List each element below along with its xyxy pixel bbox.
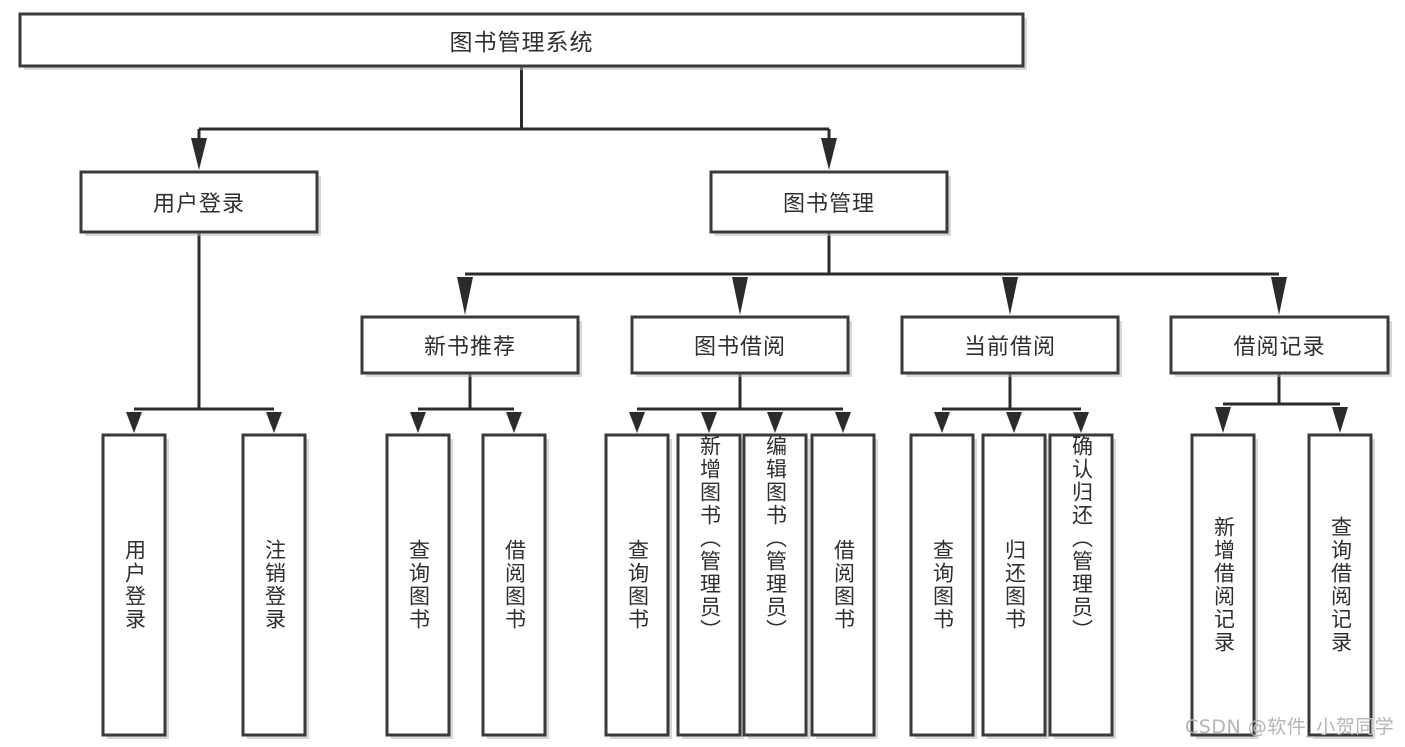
arrow-to-leaf-query-record (1332, 407, 1348, 433)
arrow-to-leaf-edit-book (767, 412, 783, 433)
arrow-to-leaf-borrow-book-1 (506, 412, 522, 433)
arrow-to-current-borrow (1002, 277, 1018, 315)
leaf-add-book-box[interactable] (676, 433, 742, 737)
leaf-return-book-box[interactable] (981, 433, 1047, 737)
arrow-to-leaf-add-book (701, 412, 717, 433)
arrow-to-book-borrow (732, 277, 748, 315)
leaf-edit-book-box[interactable] (742, 433, 808, 737)
arrow-to-leaf-borrow-book-2 (835, 412, 851, 433)
book-manage-box[interactable] (709, 170, 949, 234)
arrow-to-leaf-query-book-3 (934, 412, 950, 433)
leaf-logout-box[interactable] (241, 433, 307, 737)
arrow-to-leaf-user-login (126, 412, 142, 433)
arrow-to-leaf-query-book-1 (410, 412, 426, 433)
connector-layer (126, 66, 1348, 433)
leaf-borrow-book-1-box[interactable] (481, 433, 547, 737)
current-borrow-box[interactable] (900, 315, 1120, 375)
leaf-query-record-box[interactable] (1307, 433, 1373, 737)
box-layer (18, 12, 1392, 739)
leaf-confirm-return-box[interactable] (1048, 433, 1114, 737)
arrow-to-book-manage (821, 138, 837, 170)
leaf-user-login-box[interactable] (101, 433, 167, 737)
arrow-to-leaf-confirm-return (1073, 412, 1089, 433)
leaf-query-book-3-box[interactable] (909, 433, 975, 737)
new-book-rec-box[interactable] (360, 315, 580, 375)
user-login-box[interactable] (79, 170, 319, 234)
arrow-to-leaf-add-record (1215, 407, 1231, 433)
arrow-to-leaf-query-book-2 (629, 412, 645, 433)
arrow-to-user-login (191, 138, 207, 170)
arrow-to-new-book-rec (457, 277, 473, 315)
root-box[interactable] (18, 12, 1025, 68)
borrow-record-box[interactable] (1169, 315, 1390, 375)
book-borrow-box[interactable] (630, 315, 850, 375)
leaf-add-record-box[interactable] (1190, 433, 1256, 737)
arrow-to-leaf-logout (266, 412, 282, 433)
arrow-to-leaf-return-book (1006, 412, 1022, 433)
leaf-borrow-book-2-box[interactable] (810, 433, 876, 737)
leaf-query-book-1-box[interactable] (385, 433, 451, 737)
arrow-to-borrow-record (1271, 277, 1287, 315)
leaf-query-book-2-box[interactable] (604, 433, 670, 737)
